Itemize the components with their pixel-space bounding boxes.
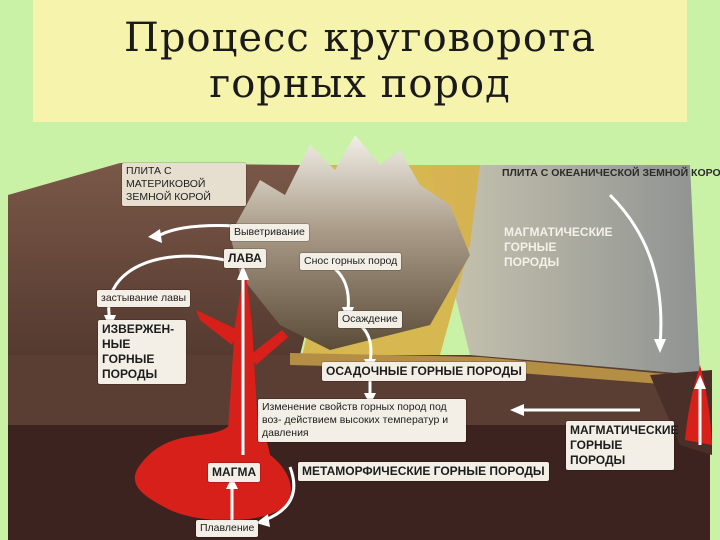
title-line-2: горных пород — [209, 61, 511, 107]
label-sedimentation: Осаждение — [338, 311, 402, 328]
rock-cycle-diagram: ПЛИТА С МАТЕРИКОВОЙ ЗЕМНОЙ КОРОЙ ПЛИТА С… — [0, 125, 720, 540]
label-magma: МАГМА — [208, 463, 261, 482]
label-metamorphism-change: Изменение свойств горных пород под воз- … — [258, 399, 466, 442]
magma-branch-right — [250, 330, 288, 365]
mountains — [230, 135, 470, 350]
label-melting: Плавление — [196, 520, 259, 537]
title-box: Процесс круговорота горных пород — [33, 0, 687, 122]
title-line-1: Процесс круговорота — [124, 15, 596, 61]
label-weathering: Выветривание — [230, 224, 309, 241]
label-metamorphic-rocks: МЕТАМОРФИЧЕСКИЕ ГОРНЫЕ ПОРОДЫ — [298, 462, 549, 481]
cycle-arrows — [107, 193, 702, 522]
label-continental-plate: ПЛИТА С МАТЕРИКОВОЙ ЗЕМНОЙ КОРОЙ — [122, 163, 246, 206]
label-lava: ЛАВА — [224, 249, 266, 268]
label-erosion: Снос горных пород — [300, 253, 402, 270]
label-lava-solidification: застывание лавы — [97, 290, 191, 307]
label-extrusive-rocks: ИЗВЕРЖЕН- НЫЕ ГОРНЫЕ ПОРОДЫ — [98, 320, 186, 384]
ocean-surface — [430, 165, 700, 375]
label-magmatic-rocks-upper: МАГМАТИЧЕСКИЕ ГОРНЫЕ ПОРОДЫ — [504, 225, 613, 269]
magma-branch-left — [196, 310, 238, 345]
label-sedimentary-rocks: ОСАДОЧНЫЕ ГОРНЫЕ ПОРОДЫ — [322, 362, 526, 381]
label-oceanic-plate: ПЛИТА С ОКЕАНИЧЕСКОЙ ЗЕМНОЙ КОРОЙ — [502, 167, 720, 179]
arrow-subduction — [608, 193, 663, 346]
arrow-metamorphic-to-melting — [264, 466, 296, 522]
label-magmatic-rocks-lower: МАГМАТИЧЕСКИЕ ГОРНЫЕ ПОРОДЫ — [566, 421, 679, 470]
